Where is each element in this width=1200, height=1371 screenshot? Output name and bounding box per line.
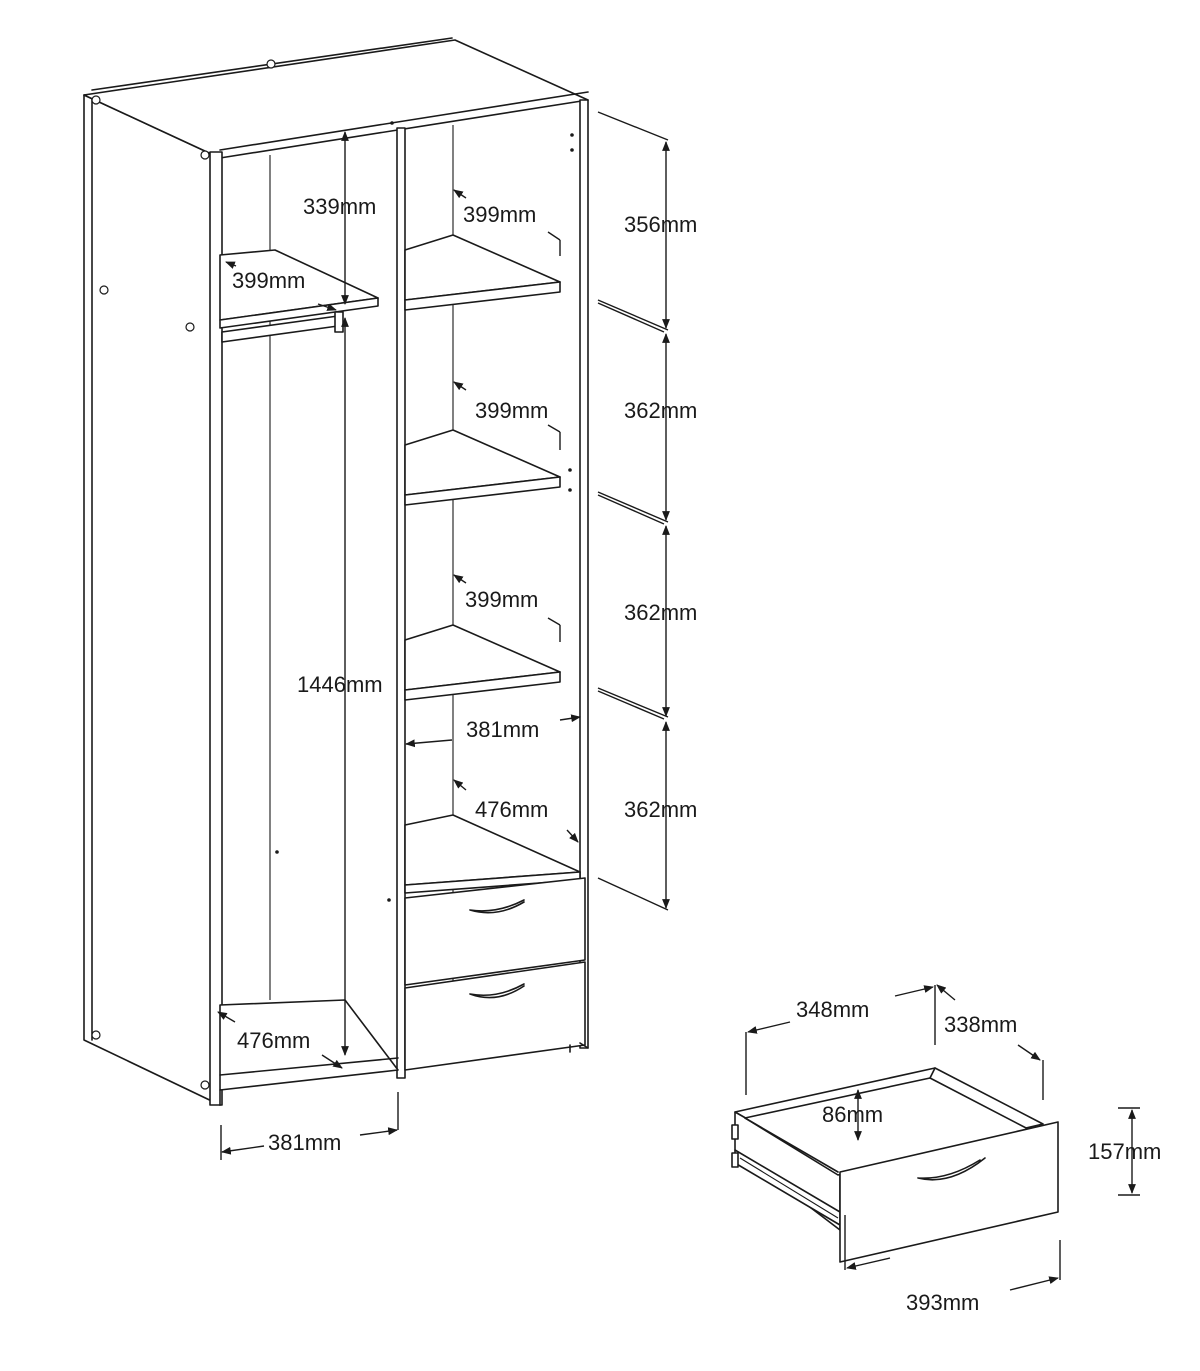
dimension-labels: 339mm 399mm 1446mm 476mm 381mm 399mm 399… — [232, 194, 1161, 1315]
label-right-height-2: 362mm — [624, 398, 697, 423]
label-right-inner-width: 381mm — [466, 717, 539, 742]
label-right-height-1: 356mm — [624, 212, 697, 237]
left-side-panel — [83, 94, 221, 1106]
drawer-handle-icon — [917, 1157, 986, 1181]
label-drawer-inner-width: 348mm — [796, 997, 869, 1022]
label-drawer-inner-height: 86mm — [822, 1102, 883, 1127]
label-drawer-front-width: 393mm — [906, 1290, 979, 1315]
drawer-detail — [731, 1067, 1059, 1263]
label-shelf-3-depth: 399mm — [465, 587, 538, 612]
label-right-height-4: 362mm — [624, 797, 697, 822]
left-bottom-panel — [219, 999, 399, 1091]
wardrobe-carcass — [83, 37, 589, 1106]
left-front-edge — [209, 151, 223, 1106]
label-shelf-1-depth: 399mm — [463, 202, 536, 227]
label-shelf-2-depth: 399mm — [475, 398, 548, 423]
label-right-height-3: 362mm — [624, 600, 697, 625]
label-hanging-floor-depth: 476mm — [237, 1028, 310, 1053]
label-hanging-width: 381mm — [268, 1130, 341, 1155]
right-shelves — [404, 234, 581, 894]
label-top-compartment-height: 339mm — [303, 194, 376, 219]
drawer-front — [839, 1121, 1059, 1263]
center-divider — [396, 127, 406, 1079]
drawer-dimension-lines — [745, 984, 1140, 1291]
label-lower-shelf-depth: 476mm — [475, 797, 548, 822]
wardrobe-drawers — [404, 877, 589, 1071]
label-drawer-depth: 338mm — [944, 1012, 1017, 1037]
wardrobe-dimension-lines — [217, 111, 670, 1160]
label-drawer-front-height: 157mm — [1088, 1139, 1161, 1164]
label-hanging-height: 1446mm — [297, 672, 383, 697]
label-top-shelf-depth: 399mm — [232, 268, 305, 293]
